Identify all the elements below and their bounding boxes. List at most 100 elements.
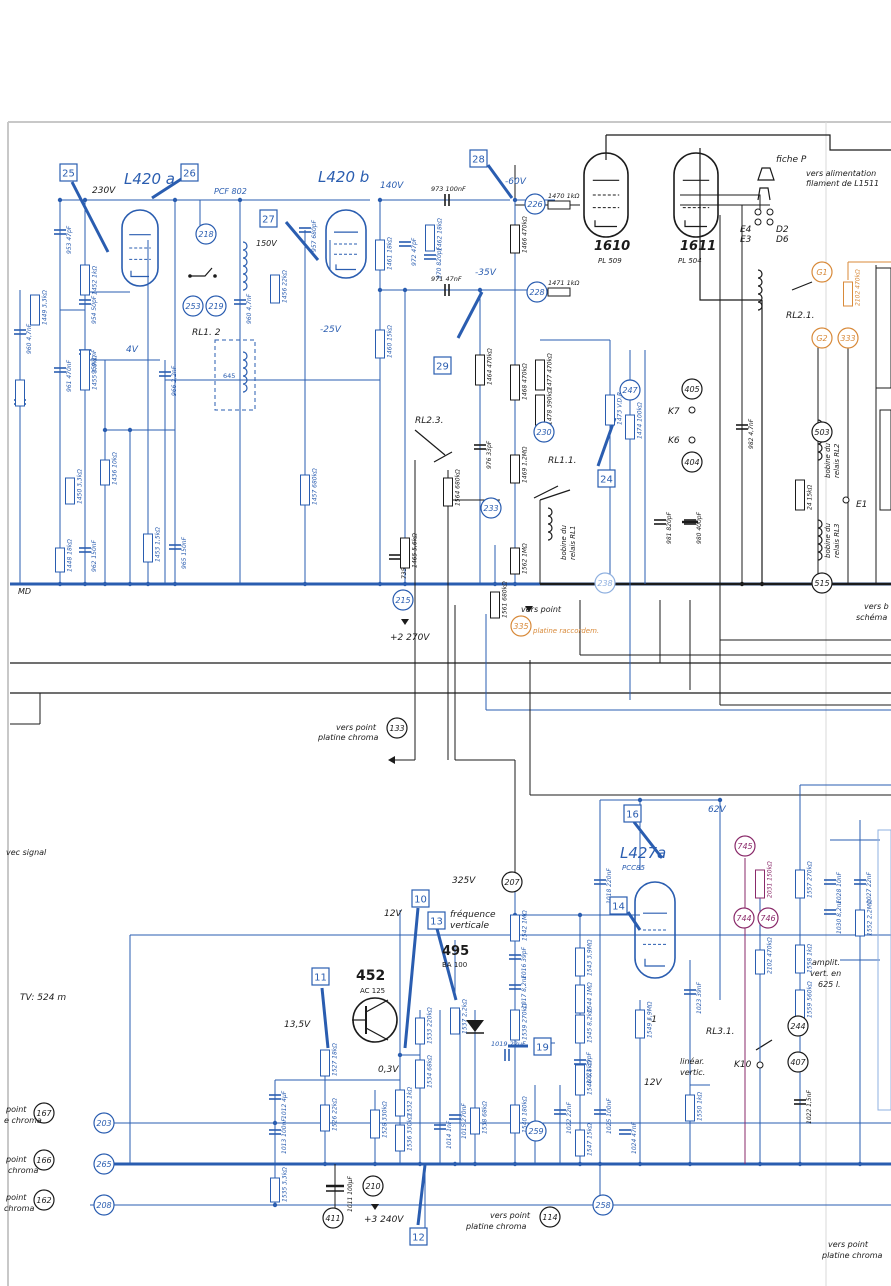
capacitor-c1025-label: 1025 100nF (606, 1098, 613, 1134)
ref-box-24 (597, 469, 616, 488)
tuning-box (214, 339, 256, 411)
junction-dot (397, 1052, 403, 1058)
capacitor-c981-label: 981 820pF (666, 511, 673, 544)
resistor-r1462 (425, 224, 435, 252)
tube-l420b-voltage: 140V (380, 181, 404, 191)
ref-circle-G1 (811, 261, 833, 283)
ref-circle-219 (205, 295, 227, 317)
tube-l420a-type: PCF 802 (214, 187, 247, 196)
ref-box-14-label: 14 (612, 902, 625, 913)
label-freq-a: fréquence (450, 909, 496, 920)
label-bobine-rl1-b: relais RL1 (569, 526, 577, 560)
resistor-r1465 (400, 537, 410, 569)
voltage-12a: 12V (384, 909, 402, 919)
ref-circle-238 (594, 572, 616, 594)
resistor-r1470-label: 1470 1kΩ (548, 192, 580, 200)
wire (190, 267, 213, 277)
resistor-r1564-label: 1564 680kΩ (455, 469, 462, 506)
ref-circle-265 (93, 1153, 115, 1175)
relay-rl11: RL1.1. (548, 456, 576, 466)
connector-fiche-p (757, 167, 775, 181)
ref-circle-210 (362, 1175, 384, 1197)
resistor-r1540-label: 1540 180kΩ (522, 1096, 529, 1133)
resistor-r1564 (443, 477, 453, 507)
ref-circle-228-label: 228 (529, 288, 544, 297)
wire (791, 281, 813, 291)
label-pt162-a: point (5, 1193, 27, 1202)
ref-box-26-label: 26 (183, 169, 196, 180)
resistor-r1537-label: 1537 2,2kΩ (462, 999, 469, 1034)
label-bobine-rl1-a: bobine du (560, 524, 568, 560)
ref-circle-335-label: 335 (513, 622, 528, 631)
resistor-r1538 (470, 1107, 480, 1135)
ref-circle-230-label: 230 (536, 428, 551, 437)
resistor-r2031 (755, 869, 765, 899)
ref-circle-215 (392, 589, 414, 611)
resistor-r1457-label: 1457 680kΩ (312, 468, 319, 505)
wire (533, 485, 559, 499)
resistor-r1436 (100, 459, 110, 486)
capacitor-c980-label: 980 400pF (696, 511, 703, 544)
junction-dot (452, 1161, 458, 1167)
junction-dot (797, 1161, 803, 1167)
ref-box-12-label: 12 (412, 1233, 425, 1244)
label-alim: vers alimentation (806, 169, 876, 178)
resistor-r1534-label: 1534 68kΩ (427, 1055, 434, 1088)
relay-rl23: RL2.3. (415, 416, 443, 426)
resistor-r1559-label: 1559 560kΩ (807, 981, 814, 1018)
tube-1611-name: 1611 (680, 239, 716, 254)
tube-l427a-type: PCC85 (622, 864, 645, 872)
label-k7: K7 (668, 407, 680, 417)
capacitor-c1022b-label: 1022 1,5nF (806, 1089, 813, 1124)
resistor-r1552 (855, 909, 865, 937)
resistor-r1528-label: 1528 330kΩ (382, 1101, 389, 1138)
resistor-r24-label: 24 15kΩ (807, 484, 814, 510)
tube-l420b-envelope (325, 209, 367, 279)
capacitor-c1030-label: 1030 8,2nF (836, 899, 843, 934)
capacitor-c960-label: 960 4,7nF (246, 293, 253, 324)
resistor-r1477 (535, 359, 545, 391)
resistor-r1546 (575, 1064, 585, 1096)
ref-circle-203 (93, 1112, 115, 1134)
wire (433, 451, 453, 463)
capacitor-c982-label: 982 4,7nF (748, 418, 755, 449)
ref-circle-133 (386, 717, 408, 739)
ref-box-26 (180, 163, 199, 182)
resistor-r1527-label: 1527 18kΩ (332, 1043, 339, 1076)
ref-circle-G2-label: G2 (816, 334, 827, 343)
junction-dot (172, 581, 178, 587)
ref-box-13-label: 13 (430, 917, 443, 928)
ref-circle-407 (787, 1051, 809, 1073)
resistor-r1542 (510, 914, 520, 942)
coil-l5638 (242, 241, 248, 291)
junction-dot (145, 581, 151, 587)
label-e4: E4 (740, 225, 752, 235)
resistor-r1477-label: 1477 470kΩ (547, 353, 554, 390)
tube-l420a-cathode (130, 270, 149, 278)
resistor-r1455 (80, 349, 90, 391)
junction-dot (377, 581, 383, 587)
label-lin-b: vertic. (680, 1068, 705, 1077)
capacitor-c972-label: 972 47pF (411, 237, 418, 266)
label-right-b: platine chroma (821, 1251, 883, 1260)
resistor-r1545-label: 1545 8,2kΩ (587, 1008, 594, 1043)
resistor-r1562-label: 1562 1MΩ (522, 543, 529, 574)
ref-circle-162 (33, 1189, 55, 1211)
ref-circle-745 (734, 835, 756, 857)
resistor-r1447 (15, 379, 25, 407)
resistor-r2102-label: 2102 470kΩ (767, 937, 774, 974)
junction-dot (102, 427, 108, 433)
resistor-r1526 (320, 1104, 330, 1132)
resistor-r2031-label: 2031 150kΩ (767, 861, 774, 898)
label-ampl-b: vert. en (810, 969, 841, 978)
resistor-r1562 (510, 547, 520, 575)
capacitor-c1027-label: 1027 22nF (866, 871, 873, 904)
terminal-icon (688, 436, 696, 444)
pointer-line (486, 164, 514, 199)
resistor-r1466 (510, 224, 520, 254)
junction-dot (57, 197, 63, 203)
ref-circle-207 (501, 871, 523, 893)
resistor-r1537 (450, 1007, 460, 1035)
ref-circle-247 (619, 379, 641, 401)
wire (365, 999, 389, 1013)
